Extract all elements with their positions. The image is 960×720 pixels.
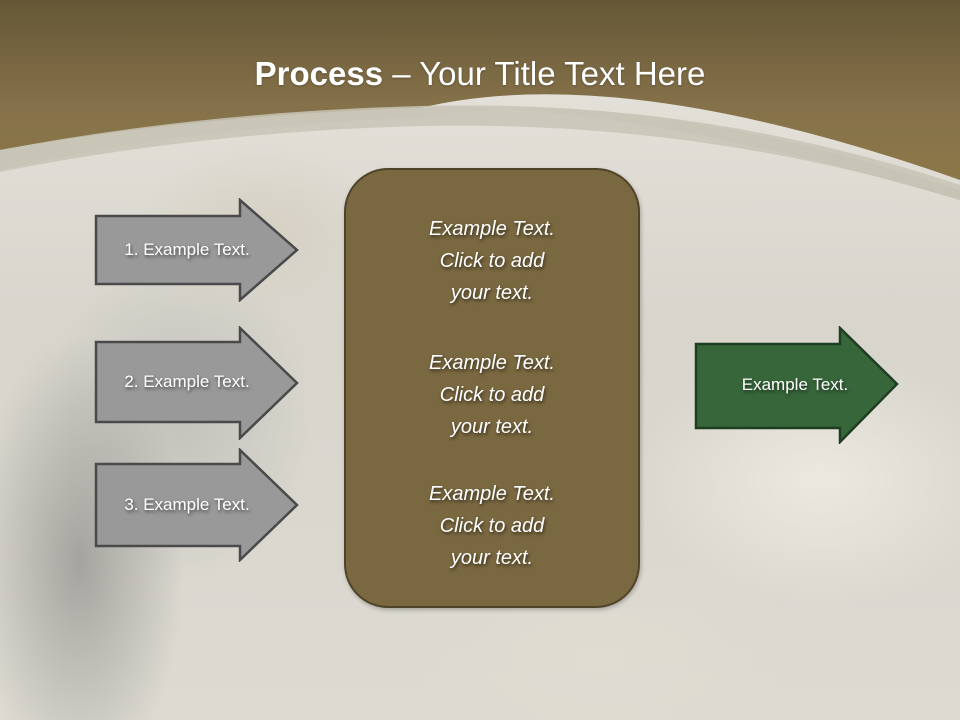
title-rest: – Your Title Text Here	[383, 55, 706, 92]
process-box[interactable]	[344, 168, 640, 608]
input-arrow-1-label: 1. Example Text.	[124, 240, 250, 259]
output-arrow[interactable]	[694, 326, 900, 444]
slide-title: Process – Your Title Text Here	[0, 50, 960, 98]
input-arrow-2-label: 2. Example Text.	[124, 372, 250, 391]
title-bold: Process	[254, 55, 384, 92]
input-arrow-2[interactable]	[94, 326, 300, 440]
header-band	[0, 0, 960, 200]
input-arrow-3[interactable]	[94, 448, 300, 562]
process-text-block-1[interactable]: Example Text. Click to add your text.	[429, 218, 555, 304]
input-arrow-3-label: 3. Example Text.	[124, 495, 250, 514]
input-arrow-1[interactable]	[94, 198, 300, 302]
process-text-block-2[interactable]: Example Text. Click to add your text.	[429, 352, 555, 438]
process-text-block-3[interactable]: Example Text. Click to add your text.	[429, 483, 555, 569]
output-arrow-label: Example Text.	[741, 375, 849, 394]
